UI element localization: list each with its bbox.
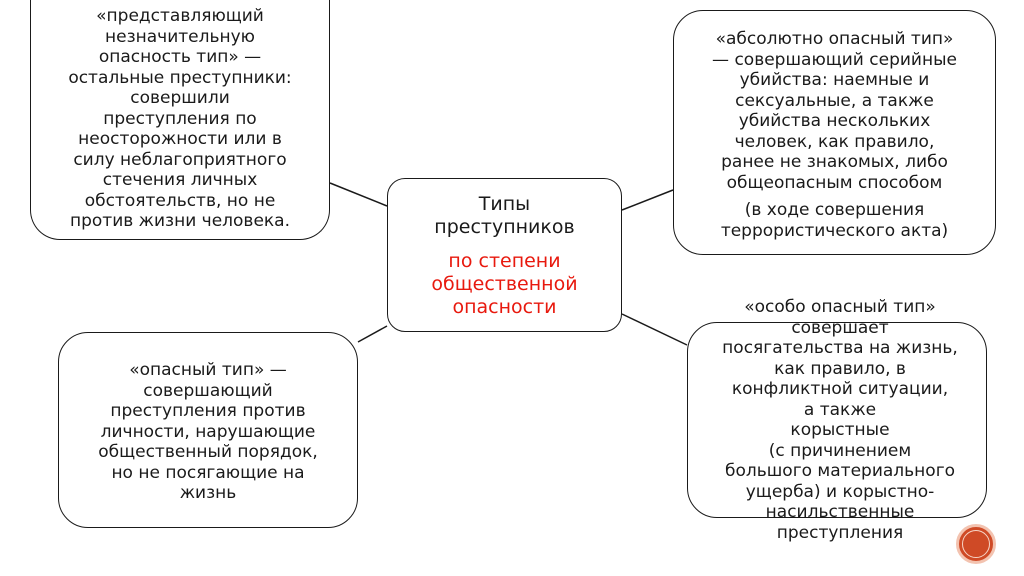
node-top-left-text: «представляющий незначительную опасность… — [68, 6, 292, 231]
node-bottom-left-box — [58, 332, 358, 528]
node-top-right-note: (в ходе совершения террористического акт… — [720, 200, 949, 241]
node-top-right-box — [673, 10, 996, 255]
center-node-title: Типы преступников — [434, 193, 575, 238]
connector-bottom-left — [357, 325, 388, 343]
node-bottom-left-text: «опасный тип» — совершающий преступления… — [98, 360, 318, 503]
node-bottom-right-text: «особо опасный тип» совершает посягатель… — [722, 297, 958, 543]
connector-top-left — [329, 182, 388, 207]
node-top-left-box — [30, 0, 330, 240]
center-node-box — [387, 178, 622, 332]
center-node-subtitle: по степени общественной опасности — [431, 250, 578, 318]
circle-badge-icon — [956, 524, 996, 564]
connector-bottom-right — [621, 313, 688, 346]
node-top-right-text: «абсолютно опасный тип» — совершающий се… — [712, 29, 957, 193]
node-bottom-right-box — [687, 322, 987, 518]
connector-top-right — [621, 189, 674, 211]
